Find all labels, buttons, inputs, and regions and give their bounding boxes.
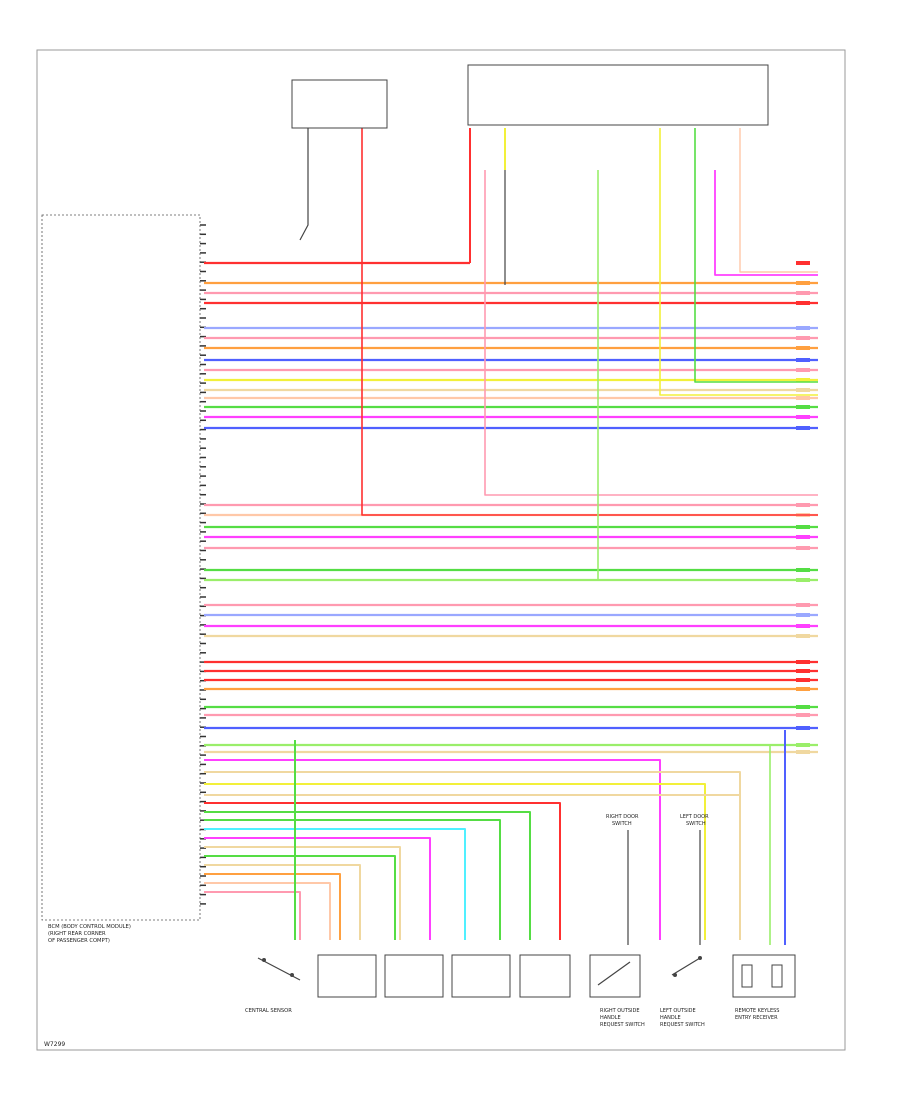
left-outside-handle-label-2: HANDLE <box>660 1015 681 1021</box>
bcm-module-outline <box>41 214 201 921</box>
component-box-1 <box>317 954 377 998</box>
wire-violet-v <box>714 170 818 276</box>
wire-drop-14 <box>204 891 301 940</box>
right-outside-handle-switch: RIGHT OUTSIDE HANDLE REQUEST SWITCH <box>589 954 645 1028</box>
central-sensor-label: CENTRAL SENSOR <box>245 1008 292 1014</box>
remote-keyless-label-1: REMOTE KEYLESS <box>735 1008 779 1014</box>
left-outside-handle-label-3: REQUEST SWITCH <box>660 1022 705 1028</box>
wire-peach-v <box>739 128 818 273</box>
diagram-frame <box>36 49 846 1051</box>
component-box-2 <box>384 954 444 998</box>
fuse-box-right <box>467 64 769 126</box>
wire-drop-5 <box>204 811 531 940</box>
wire-drop-9 <box>204 846 401 940</box>
wire-drop-4 <box>204 802 561 940</box>
left-door-switch-label-2: SWITCH <box>686 821 706 827</box>
right-outside-handle-label-2: HANDLE <box>600 1015 621 1021</box>
wire-drop-10 <box>204 855 396 940</box>
wire-yellow-v <box>659 128 818 396</box>
component-box-4 <box>519 954 571 998</box>
remote-keyless-label-2: ENTRY RECEIVER <box>735 1015 778 1021</box>
right-outside-handle-label-1: RIGHT OUTSIDE <box>600 1008 640 1014</box>
wire-drop-7 <box>204 828 466 940</box>
right-door-switch-label-1: RIGHT DOOR <box>606 814 639 820</box>
fuse-box-left <box>291 79 388 129</box>
wire-drop-13 <box>204 882 331 940</box>
wire-black-1 <box>299 128 309 241</box>
bcm-module-label-1: BCM (BODY CONTROL MODULE) <box>48 924 131 930</box>
remote-keyless-receiver: REMOTE KEYLESS ENTRY RECEIVER <box>732 954 796 1021</box>
wire-drop-2 <box>204 783 706 940</box>
wire-fuse-pink <box>484 170 818 496</box>
left-outside-handle-switch: LEFT OUTSIDE HANDLE REQUEST SWITCH <box>660 956 705 1028</box>
right-outside-handle-label-3: REQUEST SWITCH <box>600 1022 645 1028</box>
wire-drop-6 <box>204 819 501 940</box>
right-door-switch-label-2: SWITCH <box>612 821 632 827</box>
figure-code: W7299 <box>44 1041 65 1048</box>
wire-drop-11 <box>204 864 361 940</box>
wire-layer <box>204 128 818 945</box>
left-door-switch-label-1: LEFT DOOR <box>680 814 709 820</box>
wire-fuse-red <box>361 128 818 516</box>
bcm-module-label-2: (RIGHT REAR CORNER <box>48 931 106 937</box>
left-outside-handle-label-1: LEFT OUTSIDE <box>660 1008 696 1014</box>
wire-green-v <box>694 128 818 383</box>
wire-drop-12 <box>204 873 341 940</box>
wire-drop-0 <box>204 759 661 940</box>
wire-drop-3 <box>204 794 741 940</box>
bcm-module-label-3: OF PASSENGER COMPT) <box>48 938 110 944</box>
terminal-right-0 <box>796 261 810 265</box>
central-sensor: CENTRAL SENSOR <box>245 957 301 1014</box>
wire-drop-8 <box>204 837 431 940</box>
component-box-3 <box>451 954 511 998</box>
